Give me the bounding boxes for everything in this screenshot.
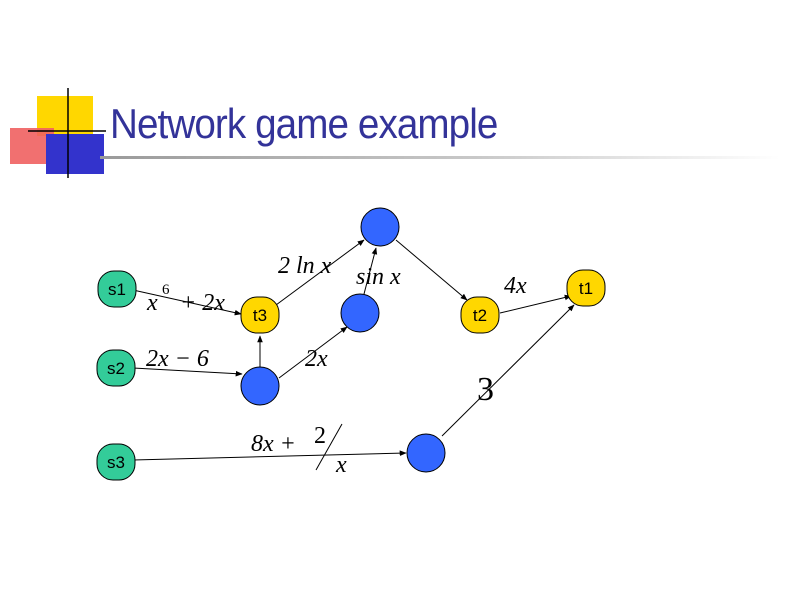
slide-title: Network game example xyxy=(110,100,498,147)
node-t2 xyxy=(460,296,500,334)
node-middle-inner xyxy=(340,293,380,333)
node-t1-label: t1 xyxy=(579,279,593,298)
cost-s3-fraction-slash xyxy=(315,423,343,471)
cost-s3-lead: 8x + xyxy=(251,431,296,457)
edge-t2-t1 xyxy=(499,294,572,314)
cost-t2-t1: 4x xyxy=(504,273,527,299)
node-lower-inner xyxy=(240,366,280,406)
node-s1-label: s1 xyxy=(108,280,126,299)
node-t3 xyxy=(240,296,280,334)
cost-s1-t3-base: x xyxy=(146,290,158,316)
cost-s3-denominator: x xyxy=(335,452,347,478)
cost-right-node-t1: 3 xyxy=(477,371,494,408)
node-right-inner xyxy=(406,433,446,473)
edge-cost-labels: x 6 + 2x 2x − 6 2 ln x sin x 2x 4x 8x + … xyxy=(146,253,527,478)
node-top-inner xyxy=(360,207,400,247)
logo-blue-square xyxy=(46,134,104,174)
node-s3 xyxy=(96,443,136,481)
edge-s2-lower-node xyxy=(132,367,243,377)
cost-s1-t3-exponent: 6 xyxy=(162,282,170,298)
cost-middle-to-top: sin x xyxy=(356,264,401,290)
slide-logo xyxy=(10,88,106,178)
cost-lower-to-middle: 2x xyxy=(305,346,328,372)
edges xyxy=(132,239,575,461)
edge-top-node-t2 xyxy=(395,239,468,301)
edge-s1-t3 xyxy=(132,289,242,316)
edge-right-node-t1 xyxy=(441,304,575,437)
cost-s1-t3-rest: + 2x xyxy=(180,290,225,316)
node-s3-label: s3 xyxy=(107,453,125,472)
edge-middle-node-top-node xyxy=(363,247,378,295)
node-s2-label: s2 xyxy=(107,359,125,378)
title-underline xyxy=(100,156,780,159)
node-t1 xyxy=(566,269,606,307)
cost-s2-node: 2x − 6 xyxy=(146,346,209,372)
cost-s3-numerator: 2 xyxy=(314,423,326,449)
node-t3-label: t3 xyxy=(253,306,267,325)
cost-t3-top: 2 ln x xyxy=(278,253,332,279)
node-t2-label: t2 xyxy=(473,306,487,325)
node-s1 xyxy=(97,270,137,308)
node-s2 xyxy=(96,349,136,387)
edge-t3-top-node xyxy=(275,239,365,306)
edge-lower-node-middle-node xyxy=(278,326,348,379)
edge-s3-right-node xyxy=(132,450,407,461)
nodes: s1 s2 s3 t3 t2 t1 xyxy=(96,207,606,481)
